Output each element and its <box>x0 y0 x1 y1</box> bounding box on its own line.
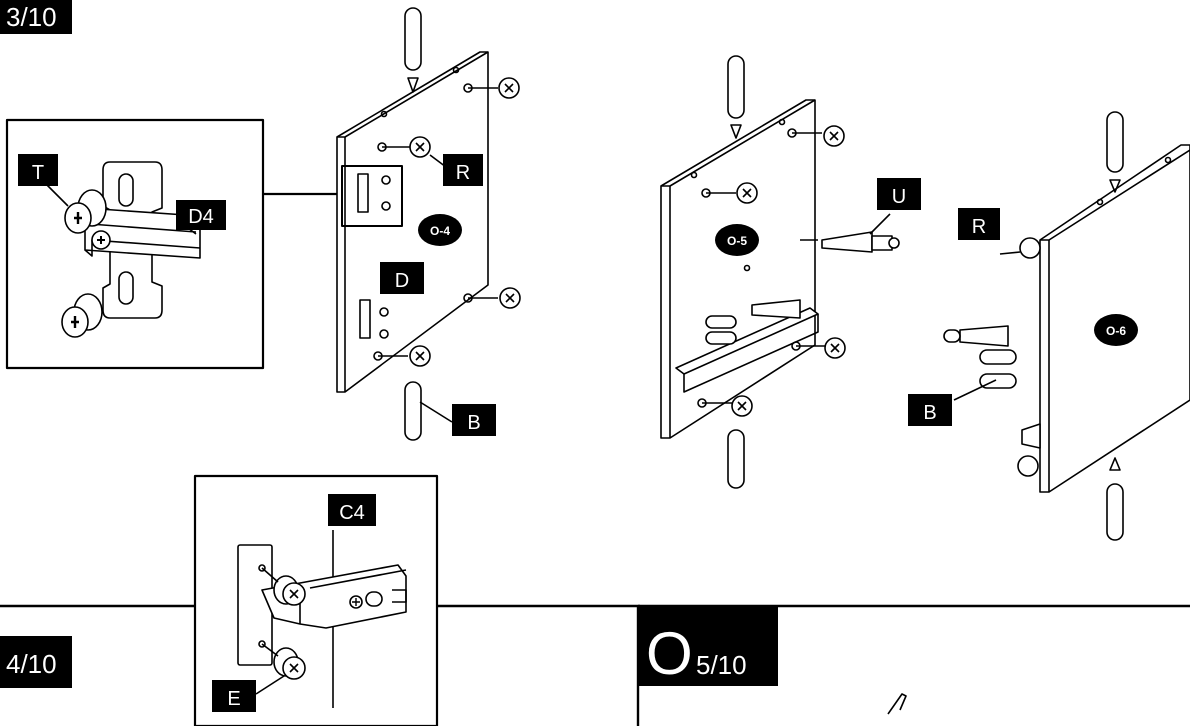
svg-text:O-4: O-4 <box>430 224 450 238</box>
svg-text:5/10: 5/10 <box>696 650 747 680</box>
cam-bolt-icon <box>705 231 900 345</box>
svg-text:C4: C4 <box>339 502 365 524</box>
step3-badge: 3/10 <box>0 0 72 34</box>
cam-lock-icon-right <box>697 125 846 417</box>
part-label-U: U <box>877 178 921 210</box>
part-label-D: D <box>380 262 424 294</box>
step5-badge: O 5/10 <box>638 606 778 687</box>
panel-label-o5: O-5 <box>715 224 759 256</box>
panel-o5 <box>660 55 900 489</box>
svg-text:R: R <box>456 162 470 184</box>
panel-label-o6: O-6 <box>1094 314 1138 346</box>
screw-icon-t2 <box>61 293 103 338</box>
panel-o4 <box>336 7 521 441</box>
detail-box-hinge <box>193 474 439 726</box>
screw-icon-t1 <box>64 189 107 234</box>
part-label-R-left: R <box>443 154 483 186</box>
svg-text:B: B <box>923 402 936 424</box>
screw-icon-e2 <box>258 640 306 680</box>
svg-text:D4: D4 <box>188 206 214 228</box>
svg-text:T: T <box>32 162 44 184</box>
part-label-T: T <box>18 154 58 186</box>
screw-icon-e1 <box>258 564 306 606</box>
svg-text:U: U <box>892 186 906 208</box>
part-label-B-right: B <box>908 394 952 426</box>
screw-icon-small <box>91 230 111 250</box>
part-label-R-right: R <box>958 208 1000 240</box>
part-label-B-left: B <box>452 404 496 436</box>
svg-text:O-5: O-5 <box>727 234 747 248</box>
svg-text:D: D <box>395 270 409 292</box>
svg-text:3/10: 3/10 <box>6 2 57 32</box>
svg-text:O-6: O-6 <box>1106 324 1126 338</box>
svg-text:R: R <box>972 216 986 238</box>
part-label-C4: C4 <box>328 494 376 526</box>
cam-lock-icon <box>373 77 521 367</box>
detail-box-hinge-plate <box>5 118 265 370</box>
step5-partial-drawing <box>887 693 907 715</box>
step4-badge: 4/10 <box>0 636 72 688</box>
svg-text:B: B <box>467 412 480 434</box>
panel-o6 <box>943 111 1190 541</box>
svg-text:4/10: 4/10 <box>6 649 57 679</box>
part-label-D4: D4 <box>176 200 226 230</box>
svg-text:E: E <box>227 688 240 710</box>
panel-label-o4: O-4 <box>418 214 462 246</box>
part-label-E: E <box>212 680 256 712</box>
svg-text:O: O <box>646 620 693 687</box>
